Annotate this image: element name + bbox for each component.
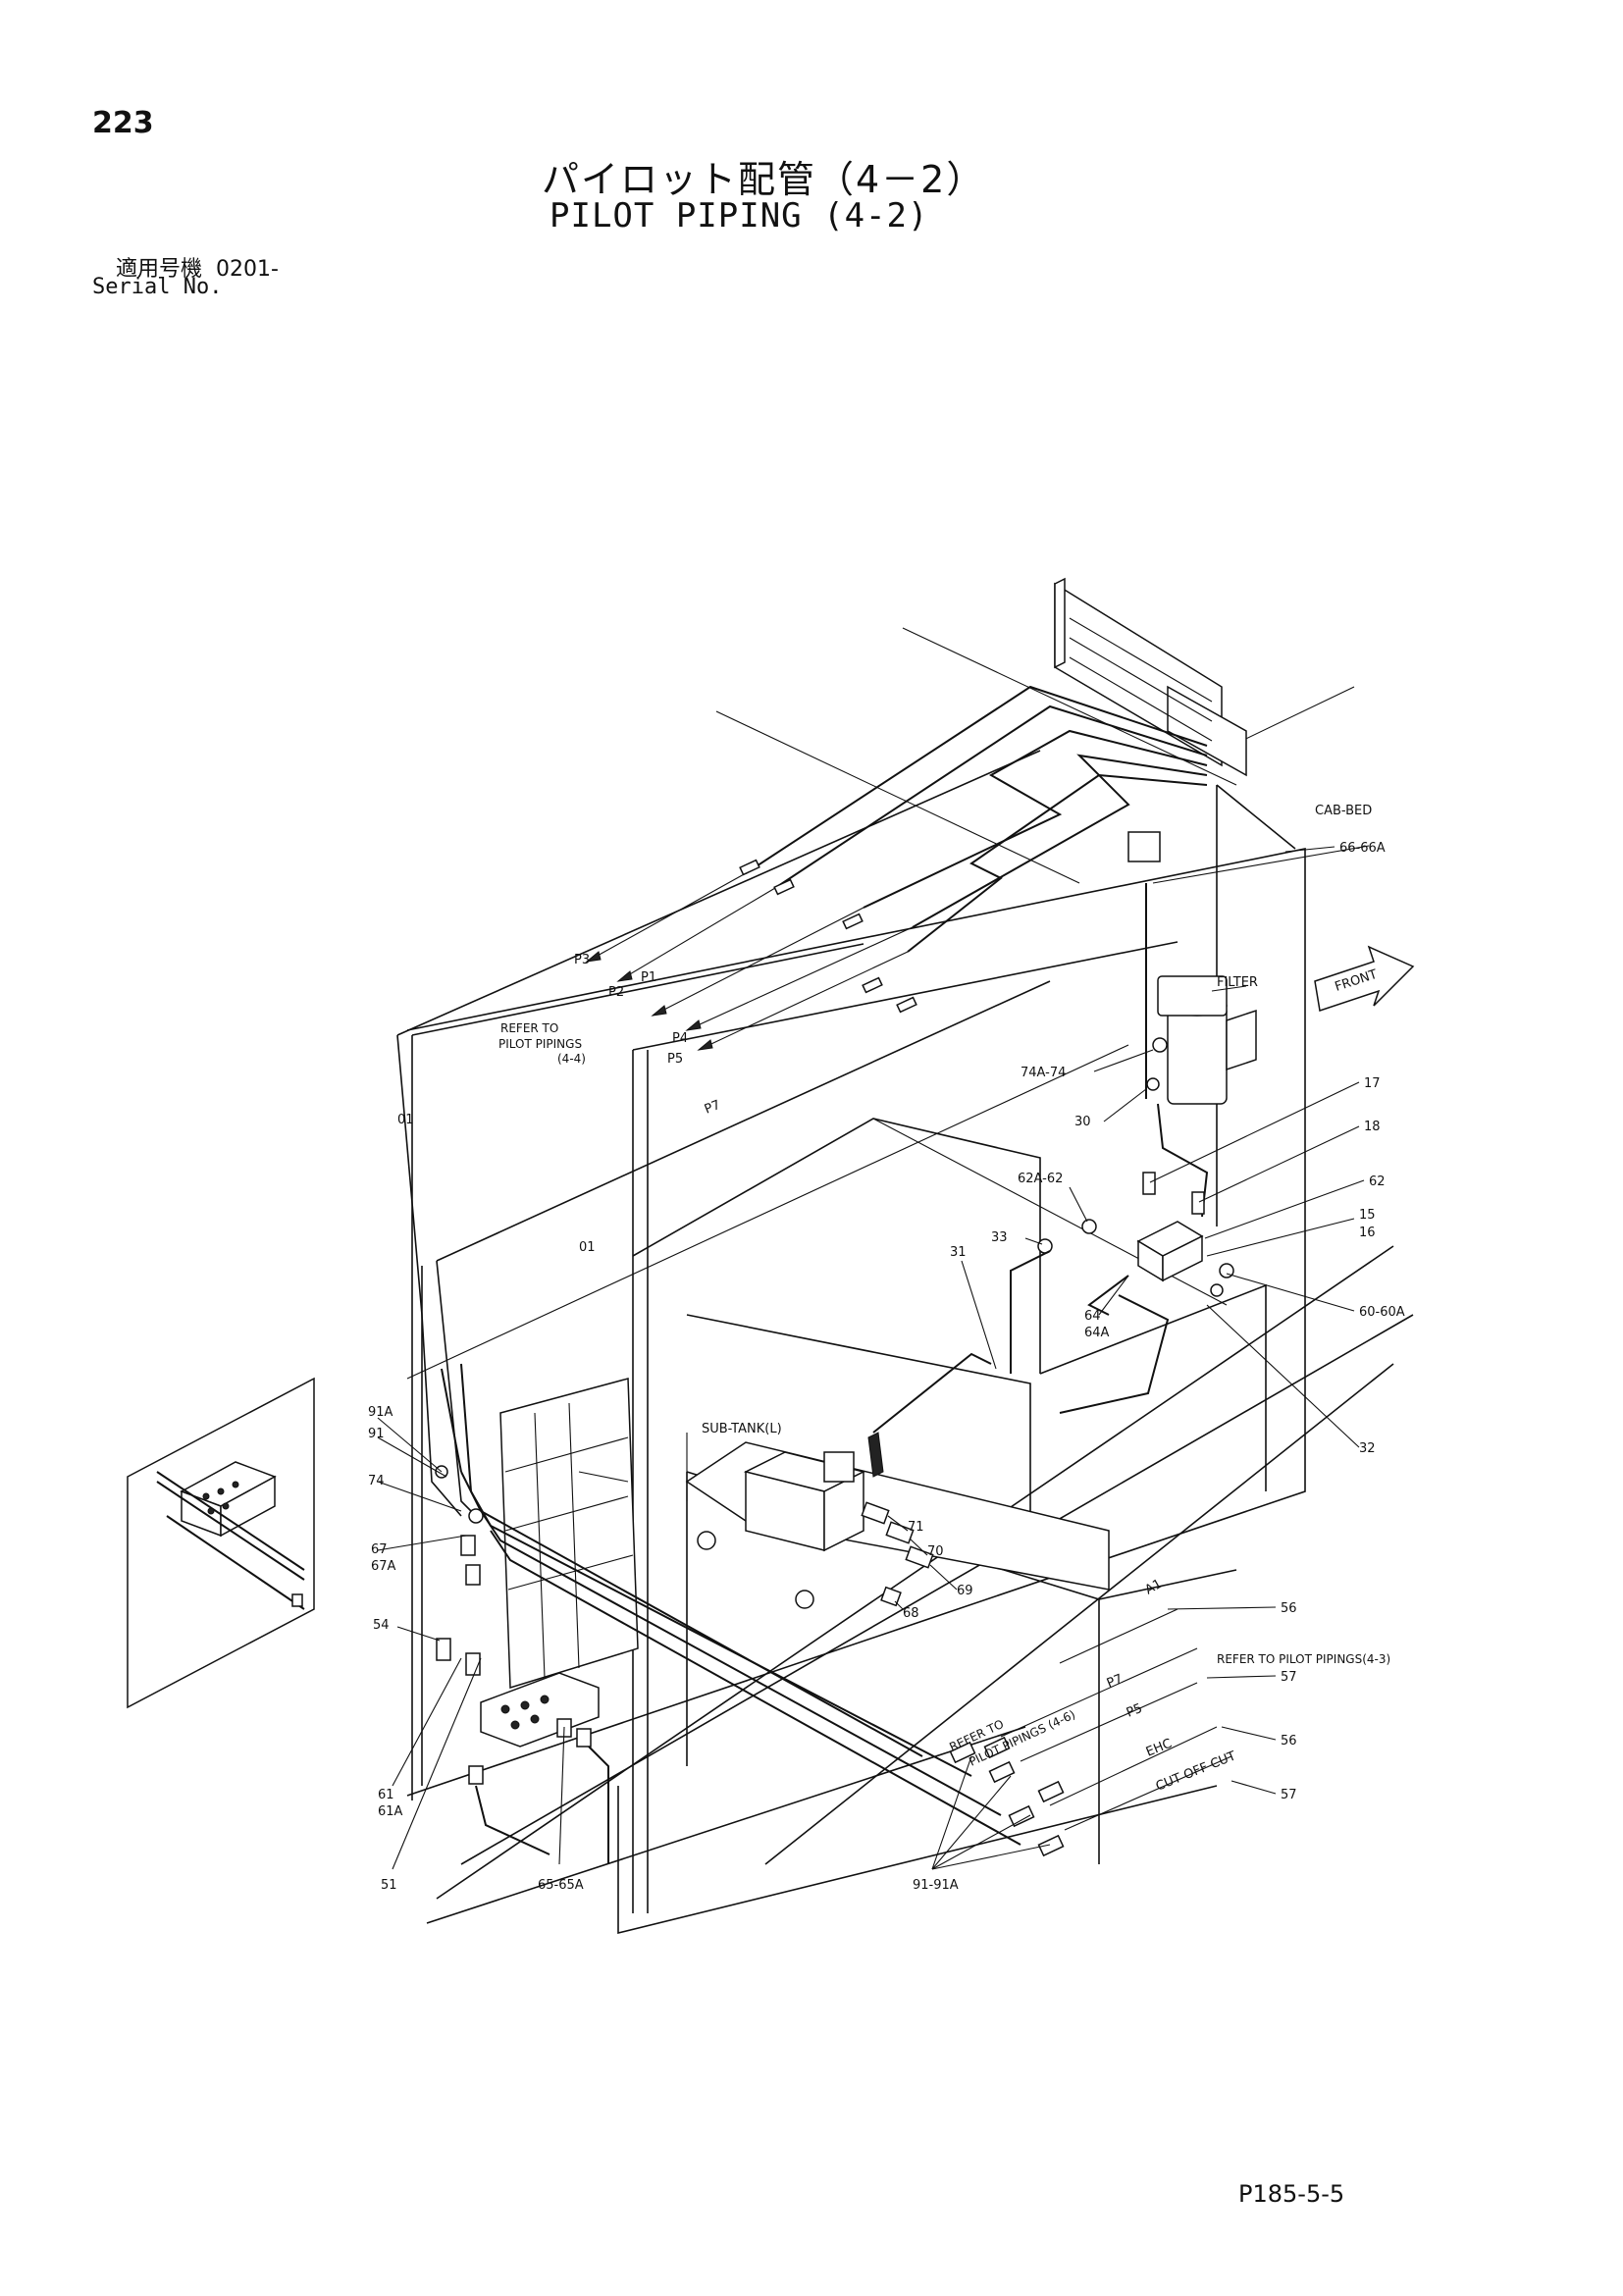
part-67: 67 [371,1542,388,1557]
label-p2: P2 [608,985,624,1000]
port-lines [585,859,917,1051]
label-cab-bed: CAB-BED [1315,804,1372,818]
part-16: 16 [1359,1226,1376,1240]
part-57-a: 57 [1281,1670,1297,1685]
lower-right-connectors [949,1608,1232,1857]
part-64a: 64A [1084,1326,1110,1340]
part-18: 18 [1364,1120,1381,1134]
front-arrow [1314,945,1415,1012]
part-60-60a: 60-60A [1359,1305,1405,1320]
part-01-b: 01 [579,1240,596,1255]
part-32: 32 [1359,1441,1376,1456]
page-title-jp: パイロット配管（4－2） [542,158,986,201]
part-54: 54 [373,1618,390,1633]
mounting-bracket [1054,577,1247,777]
lower-left-block [436,1638,609,1864]
part-62a-62: 62A-62 [1018,1172,1063,1186]
page-number: 223 [92,106,154,140]
left-valve-stack [499,1378,639,1690]
part-68: 68 [903,1606,919,1621]
label-p3: P3 [574,953,590,967]
label-cut-off: CUT OFF CUT [1154,1748,1238,1794]
label-p1: P1 [641,970,656,985]
part-70: 70 [927,1544,944,1559]
sub-tank [685,1352,1110,1609]
part-56-b: 56 [1281,1734,1297,1748]
part-33: 33 [991,1230,1008,1245]
part-56-a: 56 [1281,1601,1297,1616]
label-a1: A1 [1143,1577,1165,1598]
pipe-bundle-upper [745,685,1208,953]
cab-bed-frame [406,627,1414,1935]
label-p5b: P5 [1125,1701,1145,1721]
part-61: 61 [378,1788,394,1802]
part-30: 30 [1074,1115,1091,1129]
filter-assembly [1127,831,1257,1218]
part-01-a: 01 [397,1113,414,1127]
line-01 [396,750,1129,1517]
page-title-en: PILOT PIPING (4-2) [550,196,929,235]
label-refer-44-a: REFER TO [500,1021,558,1035]
part-57-b: 57 [1281,1788,1297,1802]
part-69: 69 [957,1584,973,1598]
part-65-65a: 65-65A [538,1878,584,1893]
part-74a-74: 74A-74 [1021,1066,1066,1080]
part-91-91a: 91-91A [913,1878,959,1893]
part-51: 51 [381,1878,397,1893]
part-66-66a: 66-66A [1339,841,1386,856]
serial-label-jp: 適用号機 0201- [116,251,279,283]
document-code: P185-5-5 [1238,2180,1345,2208]
part-31: 31 [950,1245,967,1260]
label-p7: P7 [703,1098,723,1118]
serial-label-jp-text: 適用号機 [116,257,203,282]
label-refer-44-c: (4-4) [557,1052,586,1066]
part-74: 74 [368,1474,385,1488]
part-67a: 67A [371,1559,396,1574]
serial-label-en: Serial No. [92,275,223,299]
part-15: 15 [1359,1208,1376,1223]
part-91a: 91A [368,1405,393,1420]
label-refer-44-b: PILOT PIPINGS [498,1037,582,1051]
serial-value: 0201- [216,257,279,282]
part-62: 62 [1369,1174,1386,1189]
label-ehc: EHC [1144,1737,1175,1760]
part-91: 91 [368,1427,385,1441]
label-p5: P5 [667,1052,683,1067]
label-refer-43: REFER TO PILOT PIPINGS(4-3) [1217,1652,1390,1666]
part-17: 17 [1364,1076,1381,1091]
part-64: 64 [1084,1309,1101,1324]
label-sub-tank: SUB-TANK(L) [702,1422,782,1436]
pipe-bundle-lower [435,1363,1021,1846]
leader-lines [377,845,1370,1870]
inset-detail [127,1377,315,1709]
label-p7b: P7 [1105,1672,1126,1692]
label-filter: FILTER [1217,975,1258,990]
valve-block-right [1010,1172,1234,1414]
part-61a: 61A [378,1804,403,1819]
label-p4: P4 [672,1031,688,1046]
part-71: 71 [908,1520,924,1535]
